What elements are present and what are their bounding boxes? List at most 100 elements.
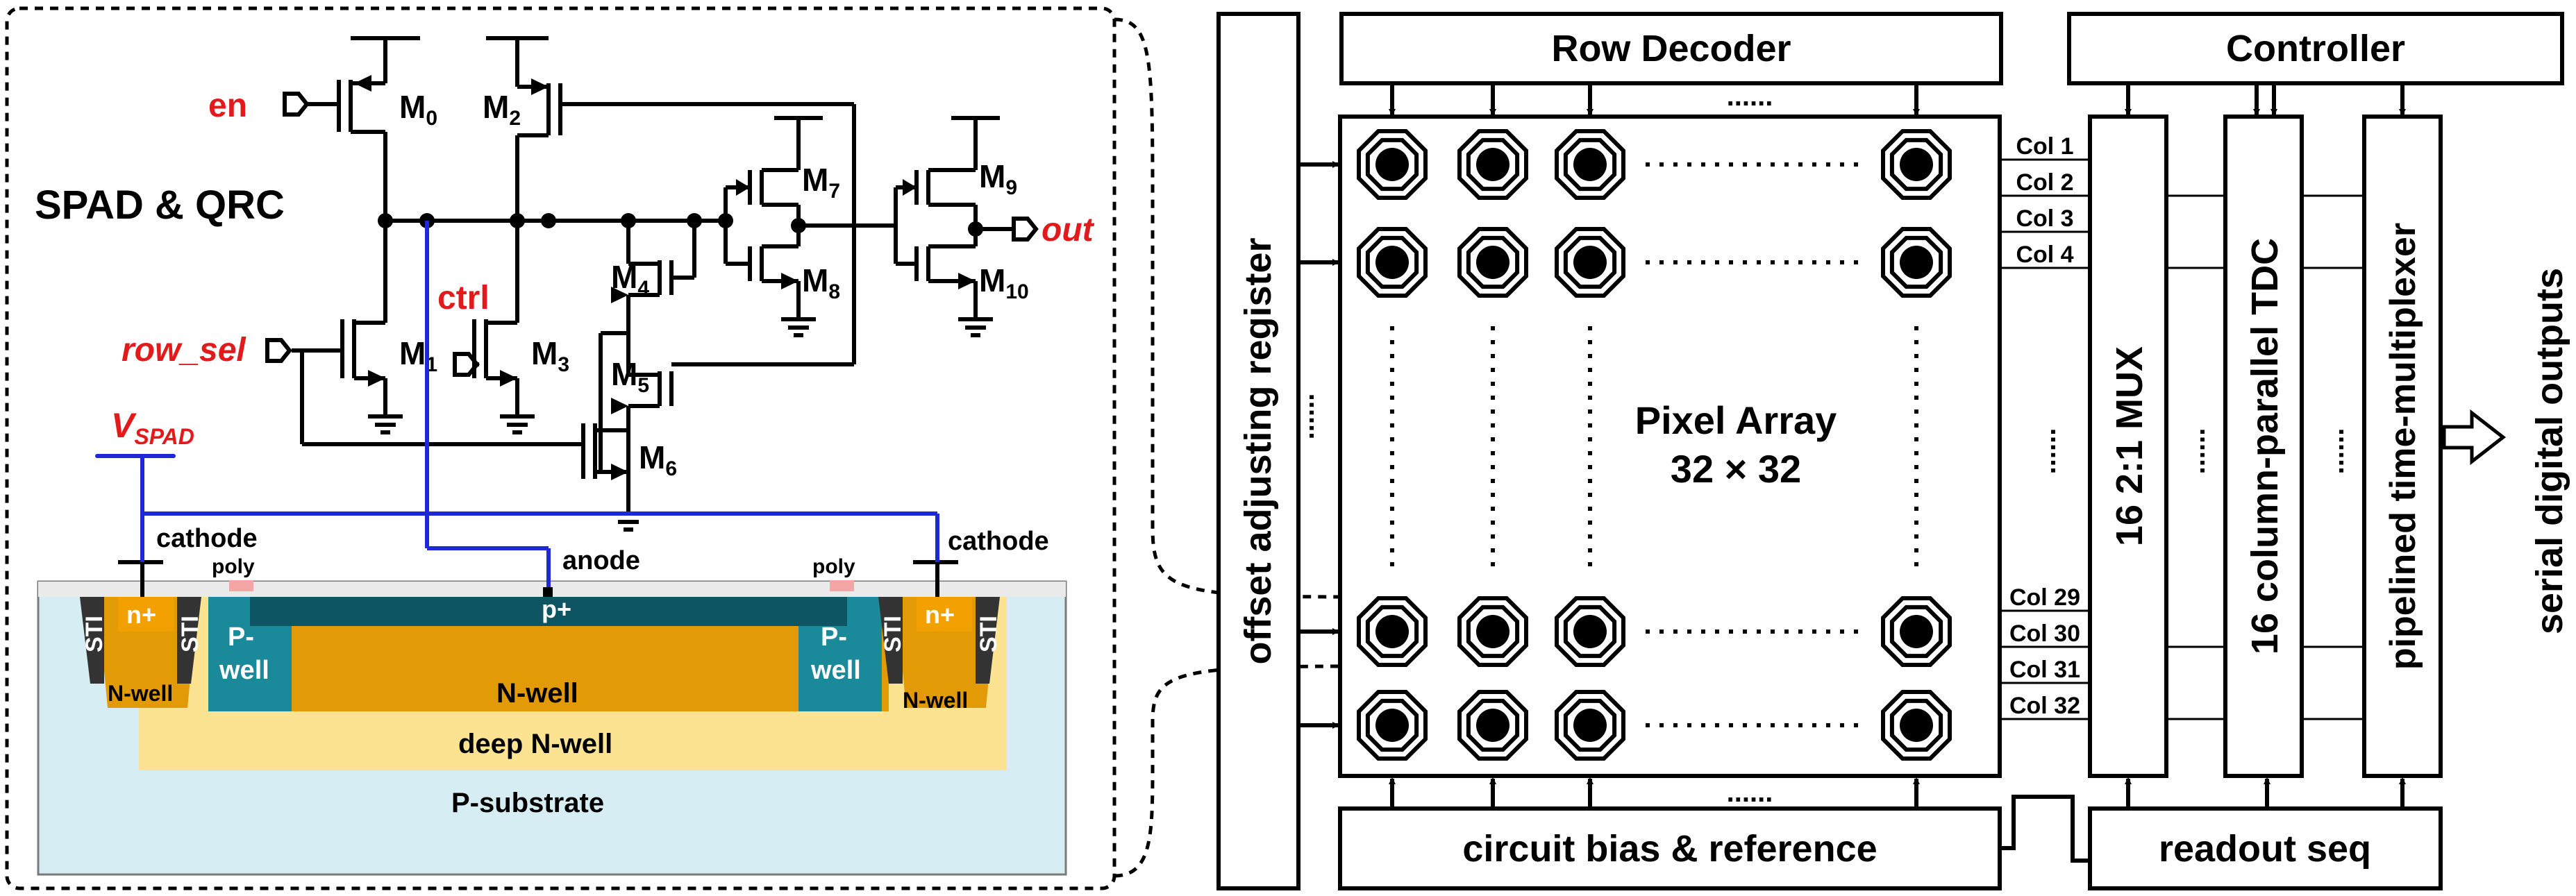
controller-box (2067, 12, 2564, 85)
row-decoder-arrows (1389, 83, 1920, 116)
pixel (1357, 129, 1428, 200)
label-anode: anode (562, 546, 640, 575)
label-m9: M9 (979, 158, 1017, 199)
controller-label: Controller (2226, 28, 2405, 69)
readout-bias-connector (2000, 795, 2090, 863)
junction-dots (378, 213, 983, 237)
col-label-31: Col 31 (2009, 657, 2080, 683)
label-m0: M0 (399, 89, 437, 130)
spad-cross-section (37, 560, 1067, 876)
label-nplus-left: n+ (126, 600, 156, 629)
pixel (1457, 690, 1528, 761)
mux-tdc-ellipsis: ...... (2180, 428, 2211, 475)
pixel (1881, 596, 1952, 667)
pixel (1457, 227, 1528, 298)
output-label: serial digital outputs (2529, 268, 2570, 634)
pixel-array-label: Pixel Array (1635, 398, 1837, 442)
signal-en: en (208, 87, 247, 124)
pixel (1357, 227, 1428, 298)
zoom-connector-top (1114, 17, 1348, 599)
pixel (1457, 596, 1528, 667)
label-nwell-right: N-well (903, 688, 968, 713)
pixel (1555, 596, 1625, 667)
signal-ctrl: ctrl (437, 280, 490, 316)
label-m4: M4 (611, 259, 649, 300)
readout-box (2088, 806, 2443, 890)
col-label-32: Col 32 (2009, 693, 2080, 719)
bias-label: circuit bias & reference (1462, 828, 1877, 870)
label-m8: M8 (802, 262, 840, 303)
label-sti-3: STI (880, 616, 906, 652)
transistor-arrows (354, 75, 976, 480)
label-m1: M1 (399, 335, 437, 376)
label-pwell-right-2: well (810, 656, 861, 685)
mux-box (2088, 115, 2168, 778)
multiplexer-label: pipelined time-multiplexer (2383, 223, 2423, 670)
label-nwell-left: N-well (108, 681, 173, 706)
pixel-array-size: 32 × 32 (1671, 447, 1801, 491)
signal-vspad: VSPAD (111, 406, 194, 449)
row-decoder-box (1339, 12, 2003, 85)
label-pwell-left-1: P- (228, 623, 254, 652)
label-m6: M6 (639, 439, 677, 480)
pixel (1555, 129, 1625, 200)
readout-label: readout seq (2159, 828, 2371, 870)
controller-arrows (2125, 83, 2406, 116)
col-label-4: Col 4 (2016, 242, 2073, 268)
label-pwell-right-1: P- (821, 623, 847, 652)
pixel-array-box (1338, 115, 2002, 778)
ground-symbols (368, 317, 993, 532)
col-label-30: Col 30 (2009, 620, 2080, 647)
label-nplus-right: n+ (925, 600, 955, 629)
signal-row-sel: row_sel (122, 332, 246, 369)
vdd-rails (351, 36, 1000, 149)
circuit-title: SPAD & QRC (35, 183, 285, 228)
input-pins (265, 92, 1039, 377)
label-m3: M3 (531, 335, 569, 376)
col-label-2: Col 2 (2016, 169, 2073, 196)
mux-label: 16 2:1 MUX (2109, 346, 2150, 546)
offset-register-box (1216, 12, 1300, 890)
pixel (1881, 227, 1952, 298)
col-label-3: Col 3 (2016, 205, 2073, 232)
readout-arrows (2125, 777, 2406, 809)
label-m2: M2 (483, 89, 521, 130)
output-arrow (2442, 409, 2507, 466)
label-sti-1: STI (81, 616, 108, 652)
tdc-box (2223, 115, 2304, 778)
label-m5: M5 (611, 356, 649, 397)
col-label-29: Col 29 (2009, 584, 2080, 611)
pixel-grid (1357, 129, 1952, 761)
offset-register-label: offset adjusting register (1237, 237, 1279, 664)
tdc-mux-ellipsis: ...... (2319, 428, 2350, 475)
pixel (1555, 690, 1625, 761)
offset-ellipsis: ...... (1289, 394, 1320, 440)
architecture: Row Decoder Controller offset adjusting … (1216, 12, 2570, 890)
label-psubstrate: P-substrate (451, 788, 604, 818)
label-sti-2: STI (177, 616, 203, 652)
col-ellipsis: ...... (2031, 428, 2061, 475)
pixel (1357, 596, 1428, 667)
bias-box (1338, 806, 2002, 890)
label-pplus: p+ (542, 595, 571, 623)
label-poly-left: poly (212, 555, 255, 578)
row-decoder-label: Row Decoder (1551, 28, 1791, 69)
label-m7: M7 (802, 162, 840, 203)
circuit-panel-frame (5, 6, 1116, 890)
multiplexer-box (2362, 115, 2443, 778)
vspad-wiring (95, 221, 939, 587)
col-label-1: Col 1 (2016, 133, 2073, 160)
pixel (1357, 690, 1428, 761)
label-cathode-left: cathode (156, 524, 258, 553)
label-poly-right: poly (812, 555, 855, 578)
offset-register-arrows (1298, 161, 1339, 729)
label-deep-nwell: deep N-well (458, 729, 612, 759)
signal-out: out (1042, 212, 1095, 248)
pixel (1555, 227, 1625, 298)
label-cathode-right: cathode (948, 527, 1049, 556)
pixel (1881, 129, 1952, 200)
row-decoder-ellipsis: ...... (1727, 81, 1773, 112)
transistor-labels: M0 M1 M2 M3 M4 M5 M6 M7 M8 M9 M10 (399, 89, 1029, 480)
bias-arrows (1389, 777, 1920, 809)
